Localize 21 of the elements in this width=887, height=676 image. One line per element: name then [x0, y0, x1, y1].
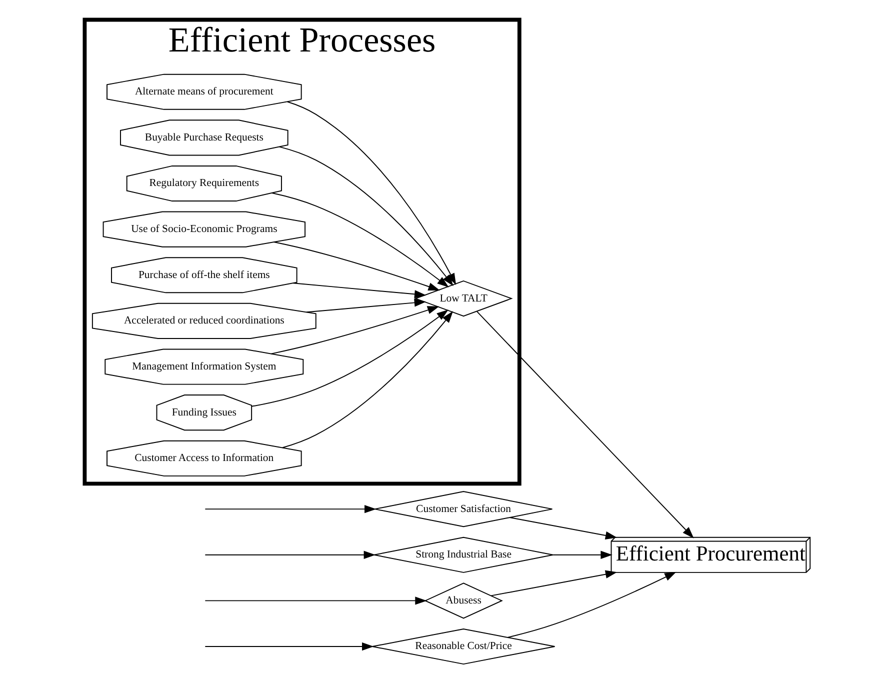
arrow: [251, 310, 448, 407]
arrow: [507, 572, 676, 638]
arrow: [204, 550, 376, 559]
node-diamond: Strong Industrial Base: [374, 536, 554, 573]
arrow: [204, 642, 374, 651]
node-diamond: Customer Satisfaction: [374, 491, 553, 528]
arrow: [552, 550, 612, 559]
arrow: [273, 242, 440, 291]
arrow: [292, 282, 426, 298]
arrow: [490, 570, 618, 596]
node-diamond: Reasonable Cost/Price: [372, 628, 556, 665]
arrow: [282, 311, 454, 448]
arrow: [278, 146, 454, 286]
node-diamond: Abusess: [424, 582, 503, 619]
arrow: [306, 298, 426, 313]
arrow: [204, 504, 376, 514]
arrow: [204, 596, 427, 605]
arrow: [509, 517, 618, 540]
arrow: [476, 311, 694, 538]
arrow: [270, 306, 440, 354]
arrow: [272, 192, 449, 288]
